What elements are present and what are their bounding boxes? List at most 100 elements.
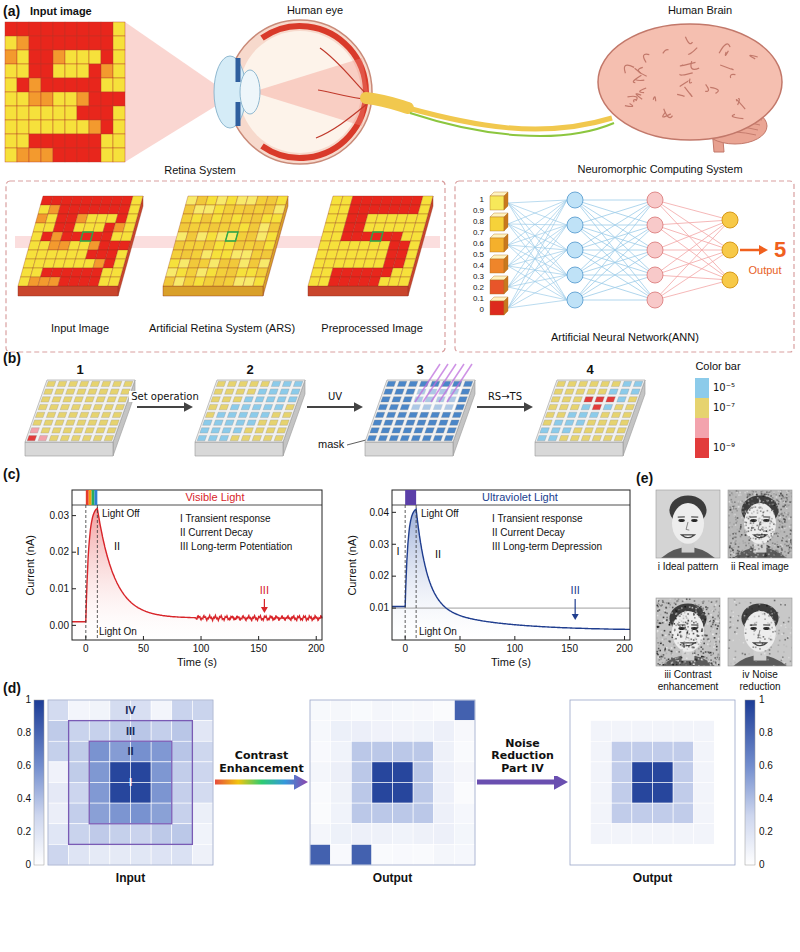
pixel-cell xyxy=(41,106,53,120)
noise-speck xyxy=(703,656,705,658)
noise-speck xyxy=(715,641,717,643)
noise-speck xyxy=(785,540,787,542)
noise-speck xyxy=(659,609,661,611)
noise-speck xyxy=(761,519,763,521)
curve-fill xyxy=(392,509,630,640)
input-grid-cell xyxy=(118,241,131,250)
noise-speck xyxy=(733,664,735,666)
noise-speck xyxy=(755,519,757,521)
noise-speck xyxy=(744,525,746,527)
noise-speck xyxy=(746,509,748,511)
noise-speck xyxy=(733,546,735,548)
noise-speck xyxy=(783,622,785,624)
noise-speck xyxy=(786,506,788,508)
noise-speck xyxy=(759,504,761,506)
noise-speck xyxy=(709,641,711,643)
noise-speck xyxy=(781,660,783,662)
noise-speck xyxy=(778,490,780,492)
noise-speck xyxy=(756,551,758,553)
noise-speck xyxy=(691,661,693,663)
noise-speck xyxy=(753,507,755,509)
tick-mark xyxy=(72,552,76,553)
noise-speck xyxy=(671,658,673,660)
pixel-cell xyxy=(5,78,17,92)
noise-speck xyxy=(767,659,769,661)
noise-speck xyxy=(701,600,703,602)
noise-speck xyxy=(789,526,791,528)
noise-speck xyxy=(769,512,771,514)
noise-speck xyxy=(671,662,673,664)
noise-speck xyxy=(701,639,703,641)
iris xyxy=(236,102,241,126)
noise-speck xyxy=(761,545,763,547)
noise-speck xyxy=(657,663,659,665)
noise-speck xyxy=(776,496,778,498)
noise-speck xyxy=(692,647,694,649)
noise-speck xyxy=(674,662,676,664)
noise-speck xyxy=(660,658,662,660)
noise-speck xyxy=(753,511,755,513)
pixel-cell xyxy=(41,64,53,78)
mouth xyxy=(682,535,695,538)
noise-speck xyxy=(681,613,683,615)
noise-speck xyxy=(788,490,790,492)
noise-speck xyxy=(678,651,680,653)
pixel-cell xyxy=(29,36,41,50)
pixel-cell xyxy=(113,36,125,50)
noise-speck xyxy=(658,660,660,662)
noise-speck xyxy=(772,522,774,524)
synapse xyxy=(575,300,655,301)
noise-speck xyxy=(745,534,747,536)
hidden-neuron xyxy=(647,192,663,208)
noise-speck xyxy=(716,628,718,630)
noise-speck xyxy=(673,621,675,623)
arrow-head xyxy=(524,402,533,412)
processed-grid-cell xyxy=(418,205,431,214)
memristor-cell xyxy=(112,381,122,386)
noise-speck xyxy=(759,500,761,502)
noise-speck xyxy=(754,630,756,632)
blood-vessel xyxy=(316,100,372,138)
noise-speck xyxy=(672,662,674,664)
pixel-cell xyxy=(89,120,101,134)
noise-speck xyxy=(777,500,779,502)
noise-speck xyxy=(788,549,790,551)
noise-speck xyxy=(755,544,757,546)
pixel-cell xyxy=(101,64,113,78)
noise-speck xyxy=(695,608,697,610)
noise-speck xyxy=(691,639,693,641)
noise-speck xyxy=(672,664,674,666)
noise-speck xyxy=(702,635,704,637)
noise-speck xyxy=(736,604,738,606)
input-neuron xyxy=(567,292,583,308)
value-colorbar xyxy=(745,700,755,865)
noise-speck xyxy=(748,653,750,655)
noise-speck xyxy=(788,539,790,541)
noise-speck xyxy=(766,494,768,496)
noise-speck xyxy=(784,551,786,553)
noise-speck xyxy=(680,644,682,646)
noise-speck xyxy=(756,622,758,624)
noise-speck xyxy=(758,616,760,618)
noise-speck xyxy=(670,640,672,642)
noise-speck xyxy=(669,604,671,606)
noise-speck xyxy=(684,641,686,643)
noise-speck xyxy=(739,543,741,545)
noise-speck xyxy=(739,553,741,555)
noise-speck xyxy=(770,614,772,616)
hidden-neuron xyxy=(647,267,663,283)
nerve-fiber xyxy=(408,108,612,129)
noise-speck xyxy=(729,491,731,493)
noise-speck xyxy=(774,554,776,556)
noise-speck xyxy=(747,556,749,558)
noise-speck xyxy=(785,512,787,514)
noise-speck xyxy=(706,615,708,617)
noise-speck xyxy=(705,658,707,660)
input-link xyxy=(508,300,567,308)
noise-speck xyxy=(738,551,740,553)
photo-ground xyxy=(728,490,792,558)
noise-speck xyxy=(694,661,696,663)
noise-speck xyxy=(739,531,741,533)
noise-speck xyxy=(781,498,783,500)
noise-speck xyxy=(784,544,786,546)
